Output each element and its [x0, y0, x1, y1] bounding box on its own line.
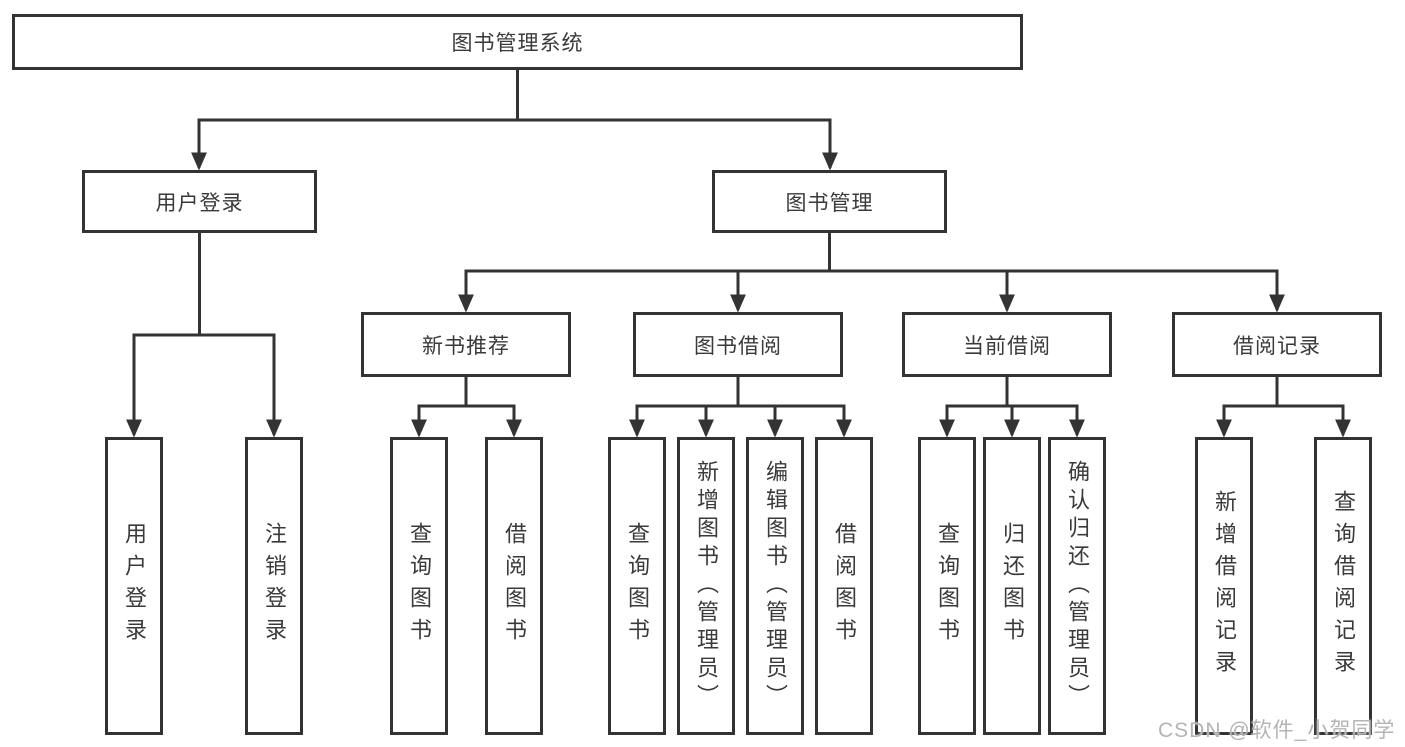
leaf-borrow-books-recommend-label: 借阅图书 — [502, 522, 527, 650]
leaf-confirm-return-admin-label: 确认归还（管理员） — [1065, 460, 1090, 712]
leaf-query-books-borrow-label: 查询图书 — [625, 522, 650, 650]
leaf-add-books-admin: 新增图书（管理员） — [677, 437, 735, 735]
leaf-add-borrow-record: 新增借阅记录 — [1195, 437, 1253, 735]
node-book-borrowing: 图书借阅 — [633, 312, 843, 377]
leaf-add-borrow-record-label: 新增借阅记录 — [1212, 490, 1237, 682]
leaf-query-books-current-label: 查询图书 — [935, 522, 960, 650]
root-node-library-system: 图书管理系统 — [12, 14, 1023, 70]
leaf-query-borrow-record: 查询借阅记录 — [1314, 437, 1372, 735]
leaf-query-borrow-record-label: 查询借阅记录 — [1331, 490, 1356, 682]
root-node-label: 图书管理系统 — [451, 32, 584, 55]
leaf-borrow-books: 借阅图书 — [815, 437, 873, 735]
leaf-query-books-recommend: 查询图书 — [390, 437, 448, 735]
node-user-login: 用户登录 — [82, 170, 317, 233]
leaf-logout: 注销登录 — [245, 437, 303, 735]
node-borrowing-records: 借阅记录 — [1172, 312, 1382, 377]
node-user-login-label: 用户登录 — [155, 191, 244, 215]
node-book-management-label: 图书管理 — [785, 191, 874, 215]
leaf-logout-label: 注销登录 — [262, 522, 287, 650]
leaf-confirm-return-admin: 确认归还（管理员） — [1048, 437, 1106, 735]
leaf-user-login: 用户登录 — [105, 437, 163, 735]
leaf-query-books-recommend-label: 查询图书 — [407, 522, 432, 650]
leaf-return-books: 归还图书 — [983, 437, 1041, 735]
node-new-book-recommendation: 新书推荐 — [361, 312, 571, 377]
node-book-management: 图书管理 — [712, 170, 947, 233]
leaf-borrow-books-recommend: 借阅图书 — [485, 437, 543, 735]
leaf-add-books-admin-label: 新增图书（管理员） — [694, 460, 719, 712]
leaf-query-books-borrow: 查询图书 — [608, 437, 666, 735]
leaf-user-login-label: 用户登录 — [122, 522, 147, 650]
node-current-borrowing: 当前借阅 — [902, 312, 1112, 377]
leaf-borrow-books-label: 借阅图书 — [832, 522, 857, 650]
leaf-edit-books-admin: 编辑图书（管理员） — [746, 437, 804, 735]
node-borrowing-records-label: 借阅记录 — [1233, 334, 1321, 358]
node-book-borrowing-label: 图书借阅 — [694, 334, 782, 358]
node-new-book-recommendation-label: 新书推荐 — [422, 334, 510, 358]
leaf-edit-books-admin-label: 编辑图书（管理员） — [763, 460, 788, 712]
leaf-query-books-current: 查询图书 — [918, 437, 976, 735]
csdn-watermark: CSDN @软件_小贺同学 — [1158, 719, 1396, 742]
node-current-borrowing-label: 当前借阅 — [963, 334, 1051, 358]
leaf-return-books-label: 归还图书 — [1000, 522, 1025, 650]
